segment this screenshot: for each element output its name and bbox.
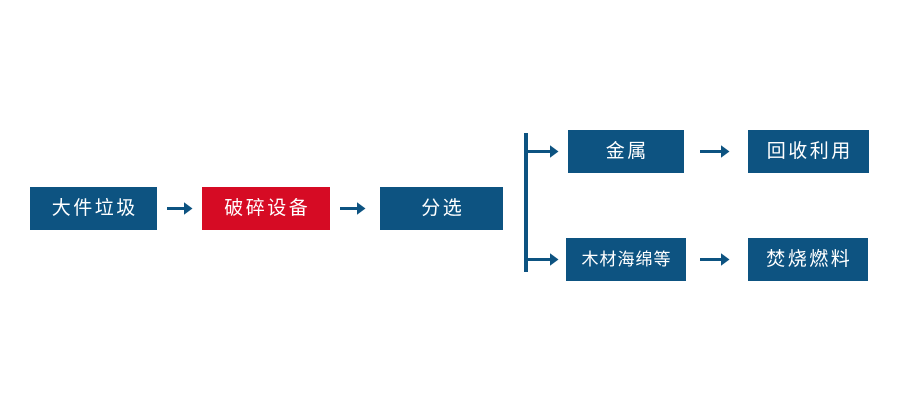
arrow-right-icon-input-to-crusher (167, 200, 193, 217)
node-metal[interactable]: 金属 (568, 130, 684, 173)
node-input-bulky-waste[interactable]: 大件垃圾 (30, 187, 157, 230)
arrow-right-icon-metal-to-recycle (700, 143, 730, 160)
node-wood-sponge-etc[interactable]: 木材海绵等 (566, 238, 686, 281)
node-recycle-reuse[interactable]: 回收利用 (748, 130, 869, 173)
node-crusher-equipment[interactable]: 破碎设备 (202, 187, 330, 230)
branch-bracket-vertical-line (524, 133, 528, 272)
branch-arrow-right-icon-to-metal (527, 143, 559, 160)
arrow-right-icon-wood-to-fuel (700, 251, 730, 268)
node-incineration-fuel[interactable]: 焚烧燃料 (748, 238, 868, 281)
arrow-right-icon-crusher-to-sorting (340, 200, 366, 217)
node-sorting[interactable]: 分选 (380, 187, 503, 230)
branch-arrow-right-icon-to-wood (527, 251, 559, 268)
